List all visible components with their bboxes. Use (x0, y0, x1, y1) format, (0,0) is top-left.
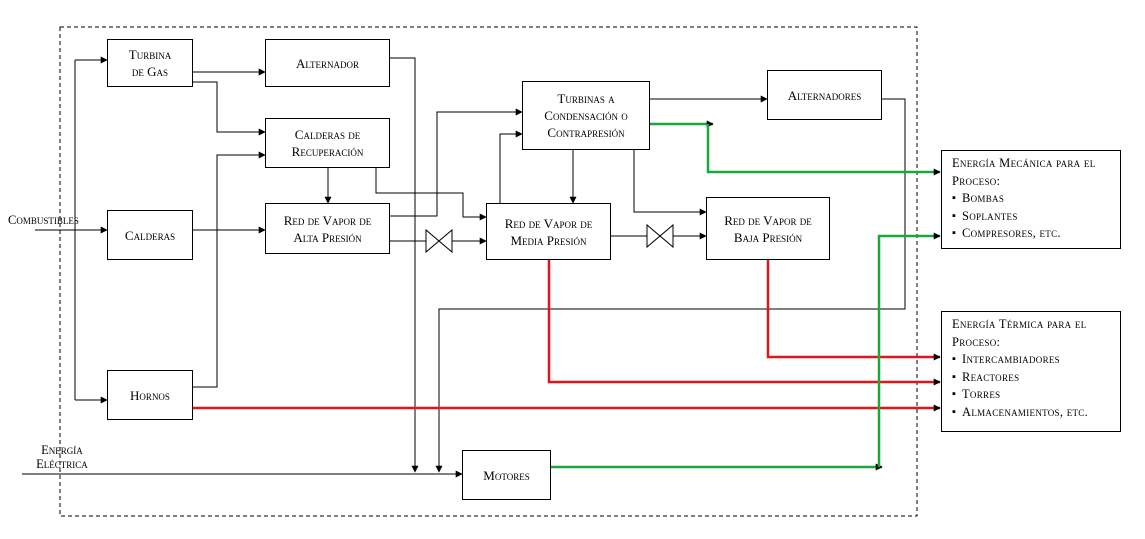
box-alternador: Alternador (265, 39, 390, 87)
box-turbina-gas: Turbina de Gas (107, 39, 193, 87)
termica-item: Intercambiadores (952, 351, 1112, 369)
output-energia-termica: Energía Térmica para el Proceso: Interca… (941, 311, 1121, 432)
turbina-gas-line-1: Turbina (128, 47, 172, 62)
red-alta-line-1: Red de Vapor de (283, 212, 372, 228)
turbinas-condensacion-line-1: Turbinas a (557, 91, 615, 106)
termica-title-1: Energía Térmica para el (952, 317, 1087, 331)
red-media-line-2: Media Presión (510, 232, 587, 248)
black-connectors (22, 56, 906, 478)
termica-item: Almacenamientos, etc. (952, 404, 1112, 422)
mecanica-item: Bombas (952, 190, 1112, 208)
mecanica-title-1: Energía Mecánica para el (952, 156, 1096, 170)
box-calderas-recuperacion: Calderas de Recuperación (265, 118, 390, 168)
energia-electrica-line-2: Eléctrica (36, 457, 88, 471)
calderas-label: Calderas (124, 227, 176, 243)
box-alternadores: Alternadores (767, 70, 882, 120)
box-turbinas-condensacion: Turbinas a Condensación o Contrapresión (522, 81, 650, 150)
turbinas-condensacion-line-2: Condensación o (544, 108, 628, 123)
box-motores: Motores (462, 450, 551, 500)
mechanical-energy-lines (551, 120, 941, 471)
termica-item: Reactores (952, 369, 1112, 387)
hornos-label: Hornos (130, 387, 170, 403)
box-red-baja-presion: Red de Vapor de Baja Presión (706, 197, 830, 260)
termica-items: Intercambiadores Reactores Torres Almace… (952, 351, 1112, 421)
mecanica-items: Bombas Soplantes Compresores, etc. (952, 190, 1112, 243)
motores-label: Motores (483, 467, 530, 483)
calderas-recuperacion-line-1: Calderas de (294, 127, 361, 142)
box-red-alta-presion: Red de Vapor de Alta Presión (265, 203, 390, 254)
turbinas-condensacion-line-3: Contrapresión (547, 125, 625, 140)
termica-item: Torres (952, 386, 1112, 404)
mecanica-title-2: Proceso: (952, 173, 1001, 188)
valve-medium-low (646, 223, 674, 249)
output-energia-mecanica: Energía Mecánica para el Proceso: Bombas… (941, 150, 1121, 249)
mecanica-item: Compresores, etc. (952, 225, 1112, 243)
calderas-recuperacion-line-2: Recuperación (291, 144, 364, 159)
input-energia-electrica-label: Energía Eléctrica (22, 443, 102, 471)
red-baja-line-2: Baja Presión (733, 229, 803, 245)
termica-title-2: Proceso: (952, 334, 1001, 349)
red-baja-line-1: Red de Vapor de (724, 212, 812, 228)
energia-electrica-line-1: Energía (41, 443, 83, 457)
red-alta-line-2: Alta Presión (293, 229, 362, 245)
alternadores-label: Alternadores (787, 87, 862, 103)
input-combustibles-label: Combustibles (8, 213, 79, 227)
turbina-gas-line-2: de Gas (131, 64, 169, 79)
plant-boundary (59, 26, 918, 517)
red-media-line-1: Red de Vapor de (504, 215, 593, 231)
thermal-energy-lines (189, 260, 941, 412)
valve-high-medium (425, 228, 453, 254)
alternador-label: Alternador (295, 55, 360, 71)
mecanica-item: Soplantes (952, 208, 1112, 226)
box-calderas: Calderas (107, 210, 193, 260)
box-hornos: Hornos (107, 370, 193, 420)
box-red-media-presion: Red de Vapor de Media Presión (486, 203, 611, 260)
